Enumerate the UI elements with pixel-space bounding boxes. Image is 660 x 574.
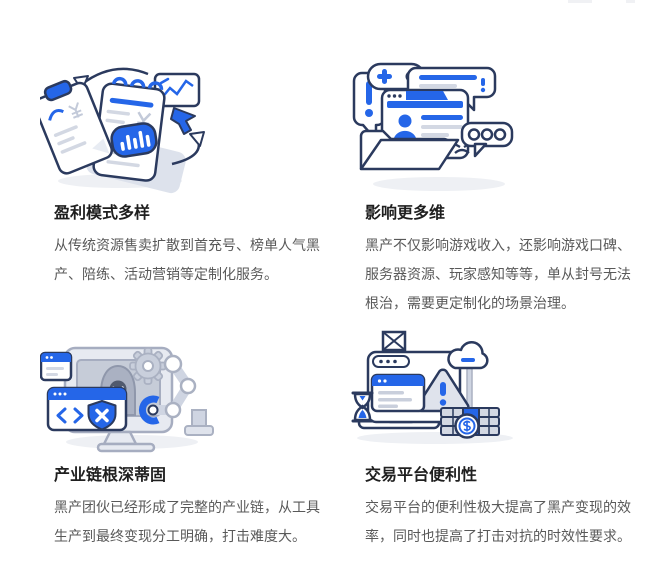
hacker-monitor-robot-arm-illustration bbox=[39, 346, 214, 453]
popup-window-icon bbox=[370, 373, 426, 413]
bar-chart-badge-icon bbox=[110, 122, 158, 158]
robot-arm-icon bbox=[138, 354, 214, 436]
feature-title: 交易平台便利性 bbox=[365, 467, 478, 484]
top-edge-artifact bbox=[626, 0, 635, 3]
gamepad-browser-folder-illustration bbox=[352, 62, 514, 191]
user-profile-icon bbox=[394, 114, 416, 138]
profit-models-illustration bbox=[33, 50, 218, 200]
feature-description: 黑产团伙已经形成了完整的产业链，从工具生产到最终变现分工明确，打击难度大。 bbox=[54, 499, 320, 544]
feature-card-industry-chain: 产业链根深蒂固 黑产团伙已经形成了完整的产业链，从工具生产到最终变现分工明确，打… bbox=[39, 312, 342, 551]
feature-title: 产业链根深蒂固 bbox=[54, 467, 167, 484]
envelope-icon bbox=[381, 330, 407, 352]
dollar-coin-icon bbox=[454, 413, 480, 439]
typing-bubble-icon bbox=[460, 121, 514, 158]
feature-description: 交易平台的便利性极大提高了黑产变现的效率，同时也提高了打击对抗的时效性要求。 bbox=[365, 499, 631, 544]
folder-icon bbox=[359, 129, 460, 171]
shield-x-icon bbox=[87, 400, 117, 431]
cloud-icon bbox=[447, 341, 489, 370]
gear-icon bbox=[129, 347, 167, 385]
growth-arrow-icon bbox=[171, 131, 205, 166]
trading-platform-illustration bbox=[351, 312, 529, 462]
mini-browser-icon bbox=[39, 351, 73, 382]
cursor-icon bbox=[170, 107, 196, 135]
feature-card-trading-platform: 交易平台便利性 交易平台的便利性极大提高了黑产变现的效率，同时也提高了打击对抗的… bbox=[351, 312, 653, 551]
hourglass-icon bbox=[351, 391, 374, 423]
feature-title: 影响更多维 bbox=[365, 205, 446, 222]
laptop-warning-coins-illustration bbox=[351, 330, 513, 444]
feature-card-profit-models: 盈利模式多样 从传统资源售卖扩散到首充号、榜单人气黑产、陪练、活动营销等定制化服… bbox=[33, 50, 342, 289]
coin-stack-icon bbox=[440, 407, 500, 439]
clipboard-icon bbox=[33, 79, 114, 175]
multi-impact-illustration bbox=[351, 50, 529, 200]
feature-card-multi-impact: 影响更多维 黑产不仅影响游戏收入，还影响游戏口碑、服务器资源、玩家感知等等，单从… bbox=[352, 50, 653, 318]
feature-description: 黑产不仅影响游戏收入，还影响游戏口碑、服务器资源、玩家感知等等，单从封号无法根治… bbox=[365, 237, 631, 311]
clipboard-notepad-charts-illustration bbox=[33, 67, 205, 194]
code-window-icon bbox=[46, 386, 128, 432]
top-edge-artifact bbox=[568, 0, 592, 3]
industry-chain-illustration bbox=[39, 312, 218, 462]
feature-title: 盈利模式多样 bbox=[54, 205, 151, 222]
feature-description: 从传统资源售卖扩散到首充号、榜单人气黑产、陪练、活动营销等定制化服务。 bbox=[54, 237, 320, 282]
